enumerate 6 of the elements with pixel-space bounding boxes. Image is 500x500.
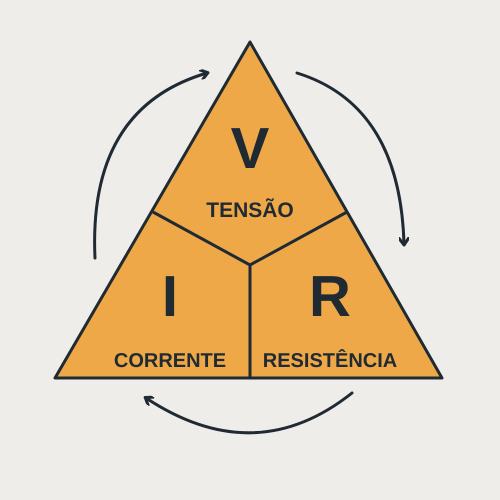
symbol-letter: I bbox=[162, 268, 178, 326]
quantity-label: CORRENTE bbox=[114, 351, 226, 371]
quantity-label: RESISTÊNCIA bbox=[262, 351, 398, 371]
quantity-label: TENSÃO bbox=[206, 200, 294, 221]
symbol-letter: R bbox=[309, 268, 351, 326]
symbol-letter: V bbox=[230, 120, 270, 178]
